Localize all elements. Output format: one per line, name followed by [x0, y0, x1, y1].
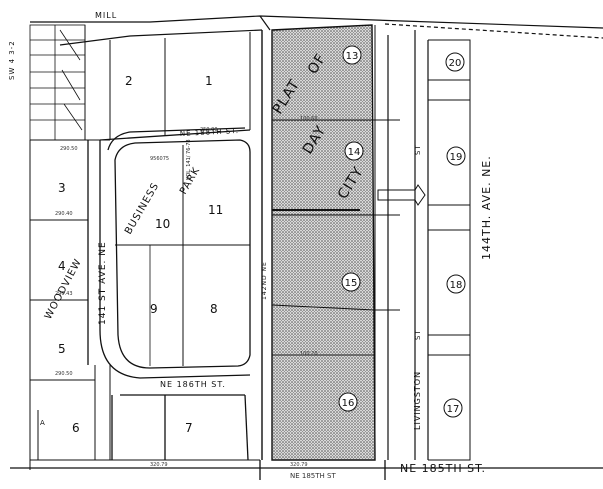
street-144th-ave: 144TH. AVE. NE.: [480, 155, 493, 260]
mark-a: A: [40, 419, 45, 427]
street-142nd: 142ND NE: [261, 261, 268, 300]
street-st-east-b: ST: [414, 329, 422, 340]
lot-6: 6: [72, 421, 80, 435]
lot-7: 7: [185, 421, 193, 435]
street-livingston: LIVINGSTON: [413, 371, 422, 430]
direction-arrow: [377, 184, 426, 206]
lot-8: 8: [210, 302, 218, 316]
lot-5: 5: [58, 342, 66, 356]
parcel-19-marker: 19: [446, 146, 466, 166]
parcel-17-marker: 17: [443, 398, 463, 418]
parcel-20-marker: 20: [445, 52, 465, 72]
dimension-text: 290.50 290.40 290.43 290.50 320.79 320.7…: [55, 116, 318, 468]
parcel-14: 14: [348, 147, 361, 158]
svg-text:320.79: 320.79: [150, 462, 168, 468]
svg-text:290.50: 290.50: [55, 371, 73, 377]
street-mill: MILL: [95, 11, 117, 20]
west-block-lines: [29, 25, 260, 470]
lot-9: 9: [150, 302, 158, 316]
street-ne-188th: NE 188TH ST.: [180, 127, 239, 138]
svg-text:290.43: 290.43: [55, 291, 73, 297]
street-ne-185th-small: NE 185TH ST: [290, 472, 336, 480]
parcel-19: 19: [450, 152, 463, 163]
svg-text:956075: 956075: [150, 156, 169, 162]
parcel-14-marker: 14: [344, 141, 364, 161]
lot-11: 11: [208, 203, 223, 217]
svg-text:320.79: 320.79: [290, 462, 308, 468]
shaded-parcels: [271, 24, 376, 461]
lot-2: 2: [125, 74, 133, 88]
parcel-20: 20: [449, 58, 462, 69]
street-st-east-a: ST: [414, 144, 422, 155]
northwest-lot-lines: [109, 30, 263, 460]
parcel-15: 15: [345, 278, 358, 289]
parcel-13-marker: 13: [342, 45, 362, 65]
lot-4: 4: [58, 259, 66, 273]
business-park-loop: [99, 127, 251, 461]
east-block-lines: [374, 25, 471, 461]
parcel-18-marker: 18: [446, 274, 466, 294]
lot-10: 10: [155, 217, 170, 231]
svg-text:290.50: 290.50: [60, 146, 78, 152]
mill-road: [30, 15, 603, 46]
parcel-16-marker: 16: [338, 392, 358, 412]
svg-text:100.60: 100.60: [300, 116, 318, 122]
street-ne-186th: NE 186TH ST.: [160, 380, 226, 389]
section-label: SW 4 3-2: [8, 40, 16, 80]
parcel-17: 17: [447, 404, 460, 415]
svg-text:100.20: 100.20: [300, 351, 318, 357]
parcel-13: 13: [346, 51, 359, 62]
svg-text:290.40: 290.40: [55, 211, 73, 217]
parcel-15-marker: 15: [341, 272, 361, 292]
svg-text:259.00: 259.00: [200, 127, 218, 133]
bottom-street: [10, 460, 603, 480]
vol-reference: VOL. 141/ 76-78: [186, 139, 192, 180]
parcel-18: 18: [450, 280, 463, 291]
lot-1: 1: [205, 74, 213, 88]
parcel-16: 16: [342, 398, 355, 409]
street-ne-185th: NE 185TH ST.: [400, 462, 486, 475]
street-141st-ave: 141 ST AVE. NE: [98, 241, 108, 325]
lot-3: 3: [58, 181, 66, 195]
